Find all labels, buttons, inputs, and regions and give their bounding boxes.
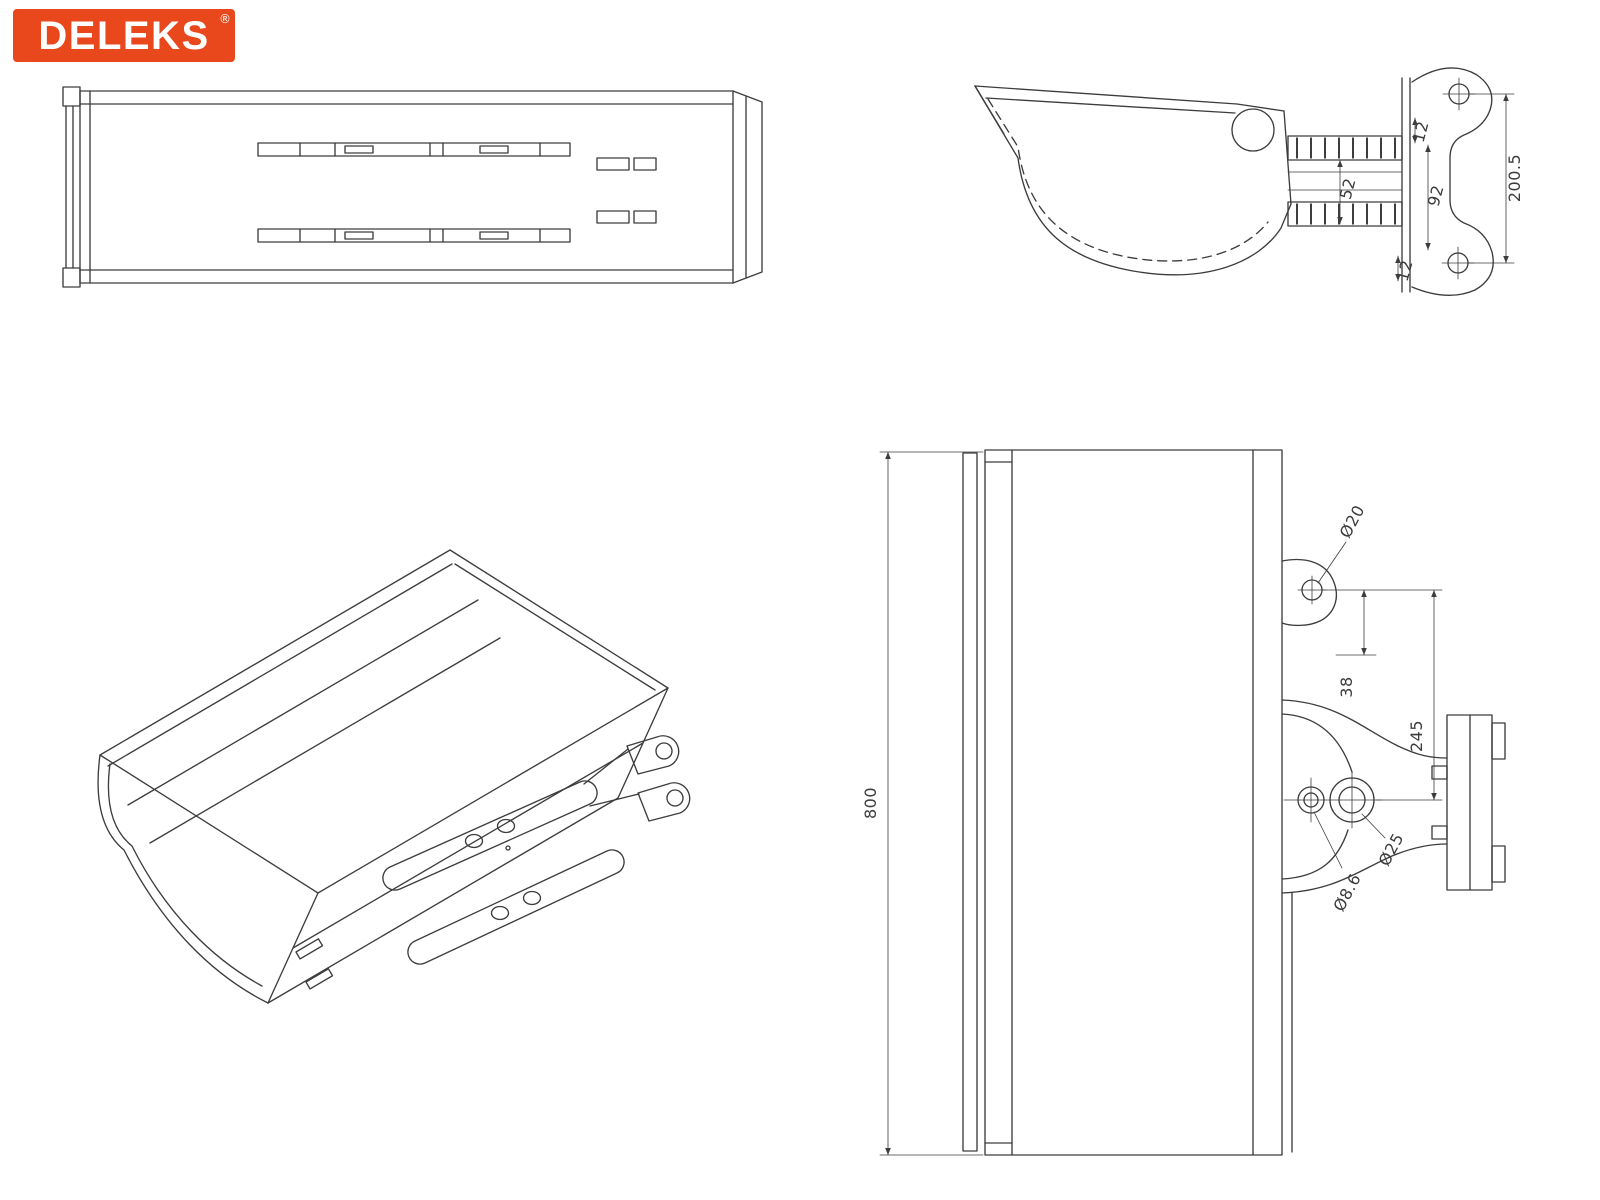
ear-hole-bottom xyxy=(666,789,684,807)
rear-coupler-plate xyxy=(1431,714,1506,891)
side-view-dimensions: 200.5 12 92 52 12 xyxy=(1336,93,1524,284)
dim-label-small-hole-dia: Ø8.6 xyxy=(1329,870,1365,914)
rear-view: 800 Ø20 38 245 Ø25 Ø8.6 xyxy=(861,449,1506,1156)
side-view-bucket-profile xyxy=(974,85,1292,276)
side-view: 200.5 12 92 52 12 xyxy=(974,67,1524,297)
top-view xyxy=(62,86,763,288)
rear-bucket-body xyxy=(962,449,1283,1156)
top-view-bucket-outline xyxy=(62,86,763,288)
dim-label-bottom-offset: 12 xyxy=(1393,258,1417,284)
dim-label-arm-width: 52 xyxy=(1336,176,1360,202)
dim-label-hole-offset: 38 xyxy=(1337,676,1356,697)
dim-label-pin-span: 92 xyxy=(1424,183,1448,209)
bucket-pivot-boss xyxy=(1231,108,1275,152)
dim-label-bucket-width: 800 xyxy=(861,787,880,819)
deleks-logo: DELEKS ® xyxy=(13,9,235,62)
registered-mark-icon: ® xyxy=(219,12,231,26)
dim-label-top-hole-dia: Ø20 xyxy=(1336,502,1369,541)
iso-bucket-body xyxy=(97,549,669,1004)
side-view-mount-plate xyxy=(1401,67,1494,297)
rear-hinge-assembly xyxy=(1281,699,1448,1153)
rear-view-dimensions: 800 Ø20 38 245 Ø25 Ø8.6 xyxy=(861,451,1443,1156)
dim-label-pin-dia: Ø25 xyxy=(1375,830,1408,869)
top-view-weld-slots xyxy=(257,142,657,243)
rear-top-ear xyxy=(1281,558,1337,627)
dim-label-mount-span: 245 xyxy=(1407,720,1426,752)
dim-label-plate-height: 200.5 xyxy=(1505,154,1524,202)
brand-name: DELEKS xyxy=(38,13,210,58)
isometric-view xyxy=(97,549,691,1004)
iso-mount-bracket xyxy=(382,735,691,965)
ear-hole-top xyxy=(655,742,673,760)
dim-label-top-offset: 12 xyxy=(1409,119,1433,145)
